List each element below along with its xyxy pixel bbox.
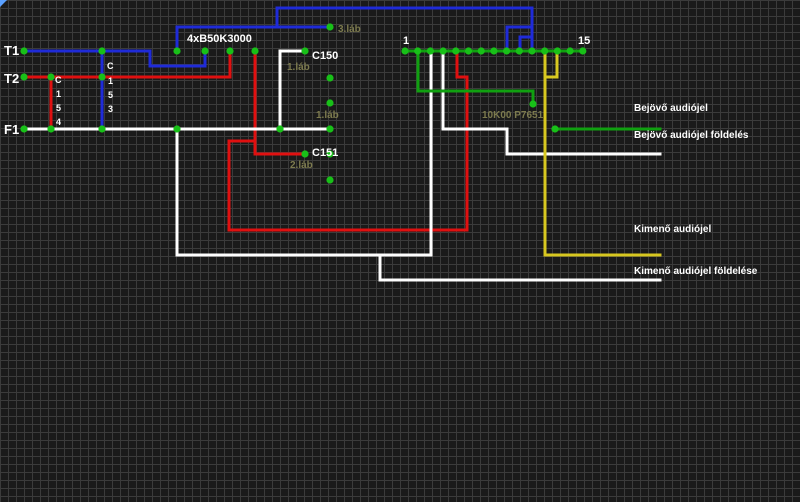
solder-node (47, 73, 55, 81)
wire-yellow-output (543, 49, 662, 257)
header-pin-last-label: 15 (578, 35, 591, 47)
solder-node (326, 176, 334, 184)
solder-node (201, 47, 209, 55)
header-pin-first-label: 1 (403, 35, 410, 47)
solder-node (251, 47, 259, 55)
solder-node (326, 74, 334, 82)
solder-node (301, 150, 309, 158)
solder-node (173, 47, 181, 55)
wire-green-pot (416, 49, 535, 106)
signal-output-label: Kimenő audiójel (634, 224, 712, 235)
solder-node (326, 150, 334, 158)
connector-left-digit: 5 (56, 103, 62, 113)
signal-input-ground-label: Bejövő audiójel földelés (634, 130, 749, 141)
wire-white-output-ground (378, 253, 662, 282)
wire-yellow-pin (543, 49, 559, 79)
wire-red-t2 (22, 49, 232, 79)
solder-node (452, 47, 460, 55)
solder-node (20, 125, 28, 133)
connector-left-digit: 1 (56, 89, 62, 99)
connector-right-digit: 1 (108, 76, 114, 86)
terminal-f1-label: F1 (4, 122, 20, 137)
wire-white-input-ground (441, 49, 662, 156)
wire-blue-pin-link (518, 35, 534, 53)
capacitor-c151-label: C151 (312, 147, 339, 159)
solder-node (226, 47, 234, 55)
potmeter-label: 10K00 P7651 (482, 110, 544, 121)
signal-input-label: Bejövő audiójel (634, 103, 708, 114)
solder-node (98, 125, 106, 133)
wire-blue-t1 (22, 49, 207, 68)
terminal-t2-label: T2 (4, 71, 20, 86)
corner-marker (0, 0, 7, 7)
leg-label-1-mid: 1.láb (316, 110, 339, 121)
solder-node (98, 47, 106, 55)
solder-node (414, 47, 422, 55)
connector-left-digit: 4 (56, 117, 62, 127)
connector-right-digit: 3 (108, 104, 114, 114)
wire-red-loop (227, 49, 469, 232)
leg-label-2: 2.láb (290, 160, 313, 171)
connector-right-digit: 5 (108, 90, 114, 100)
solder-node (47, 125, 55, 133)
solder-node (490, 47, 498, 55)
leg-label-3: 3.láb (338, 24, 361, 35)
solder-node (326, 125, 334, 133)
solder-node (503, 47, 511, 55)
capacitor-c150-label: C150 (312, 50, 339, 62)
wire-blue-ic-return (505, 25, 534, 53)
solder-node (20, 47, 28, 55)
solder-node (529, 100, 537, 108)
connector-left-letter: C (55, 75, 62, 85)
solder-node (477, 47, 485, 55)
solder-node (276, 125, 284, 133)
solder-node (439, 47, 447, 55)
wire-red-c151 (253, 49, 307, 156)
wire-blue-top-bus (175, 6, 534, 53)
solder-node (98, 73, 106, 81)
solder-node (401, 47, 409, 55)
solder-node (326, 23, 334, 31)
ic-label: 4xB50K3000 (187, 33, 252, 45)
solder-node (566, 47, 574, 55)
wire-white-c150 (278, 49, 307, 131)
solder-node (551, 125, 559, 133)
solder-node (173, 125, 181, 133)
solder-node (579, 47, 587, 55)
solder-node (541, 47, 549, 55)
solder-node (426, 47, 434, 55)
solder-node (553, 47, 562, 55)
solder-node (326, 99, 334, 107)
solder-node (20, 73, 28, 81)
solder-node (528, 47, 536, 55)
leg-label-1-top: 1.láb (287, 62, 310, 73)
signal-output-ground-label: Kimenő audiójel földelése (634, 266, 758, 277)
terminal-t1-label: T1 (4, 43, 20, 58)
solder-node (515, 47, 523, 55)
wire-white-ground-return (175, 49, 433, 257)
solder-node (464, 47, 473, 55)
connector-right-letter: C (107, 61, 114, 71)
solder-node (301, 47, 309, 55)
